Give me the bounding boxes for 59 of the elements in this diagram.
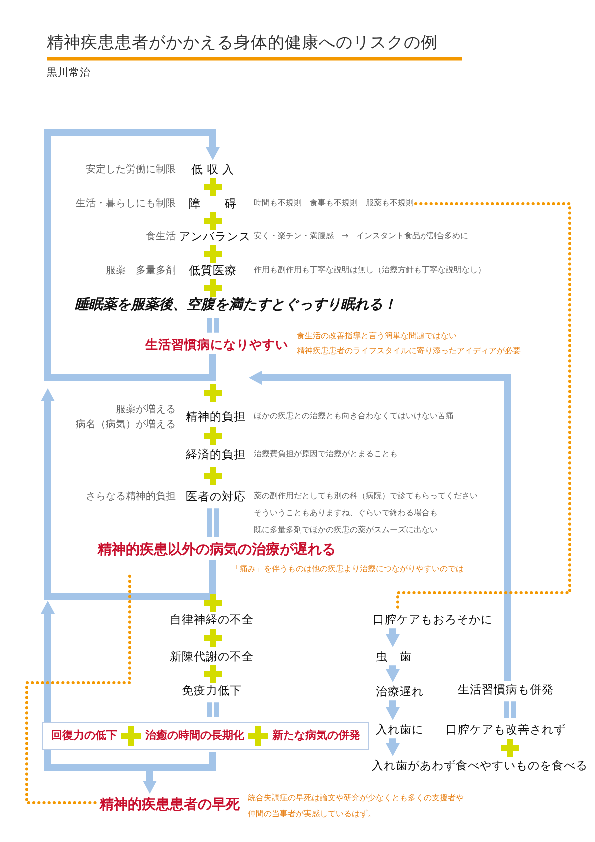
equals-sign [504, 699, 516, 721]
note-text: 安く・楽チン・満腹感 → インスタント食品が割合多めに [254, 232, 469, 242]
flow-text: 低 収 入 [191, 163, 235, 177]
arrow [386, 700, 400, 720]
dotted-connector [26, 574, 132, 804]
flow-text: 入れ歯に [376, 723, 424, 737]
result-text: 新たな病気の併発 [272, 730, 360, 742]
flow-text: 口腔ケアも改善されず [446, 723, 566, 737]
note-text: 食生活の改善指導と言う簡単な問題ではない [297, 332, 457, 342]
flow-text: 入れ歯があわず食べやすいものを食べる [372, 759, 588, 773]
arrow [386, 736, 400, 756]
arrow [249, 371, 512, 682]
author-name: 黒川常治 [47, 68, 91, 80]
flow-text: 経済的負担 [186, 448, 246, 462]
flow-text: 医者の対応 [186, 490, 246, 504]
flow-text: 新陳代謝の不全 [170, 650, 254, 664]
flow-text: 口腔ケアもおろそかに [373, 613, 493, 627]
note-text: 既に多量多剤でほかの疾患の薬がスムーズに出ない [254, 526, 438, 536]
arrow [44, 130, 220, 382]
result-text: 治癒の時間の長期化 [146, 730, 244, 742]
side-label: 服薬が増える [116, 404, 176, 416]
side-label: 食生活 [146, 232, 176, 242]
outlined-box [42, 722, 370, 750]
flow-text: 虫 歯 [376, 650, 412, 664]
flow-text: 障 碍 [189, 197, 237, 211]
note-text: ほかの疾患との治療とも向き合わなくてはいけない苦痛 [254, 412, 454, 422]
flow-text: 生活習慣病も併発 [458, 683, 554, 697]
note-text: 精神疾患患者のライフスタイルに寄り添ったアイディアが必要 [297, 348, 521, 356]
flow-text: 治療遅れ [376, 685, 424, 699]
title: 精神疾患患者がかかえる身体的健康へのリスクの例 [47, 32, 438, 54]
arrow [386, 628, 400, 648]
note-text: 時間も不規則 食事も不規則 服薬も不規則 [254, 200, 414, 208]
equals-sign [207, 506, 219, 540]
result-text: 回復力の低下 [52, 730, 118, 742]
side-label: 生活・暮らしにも制限 [76, 198, 176, 210]
arrow [41, 388, 216, 600]
note-text: そういうこともありますね、ぐらいで終わる場合も [254, 510, 438, 518]
side-label: 服薬 多量多剤 [106, 266, 176, 276]
result-text: 精神的疾患患者の早死 [100, 796, 240, 814]
emphasis-text: 睡眠薬を服薬後、空腹を満たすとぐっすり眠れる！ [75, 296, 397, 314]
flow-text: 免疫力低下 [182, 684, 242, 698]
flow-text: アンバランス [179, 230, 251, 244]
side-label: 安定した労働に制限 [86, 164, 176, 176]
note-text: 薬の副作用だとしても別の科（病院）で診てもらってください [254, 492, 478, 502]
equals-sign [207, 700, 219, 720]
flow-text: 低質医療 [189, 264, 237, 278]
equals-sign [207, 316, 219, 336]
side-label: さらなる精神的負担 [86, 492, 176, 502]
note-text: 仲間の当事者が実感しているはず。 [248, 810, 376, 820]
result-text: 生活習慣病になりやすい [146, 338, 288, 352]
note-text: 作用も副作用も丁寧な説明は無し（治療方針も丁寧な説明なし） [254, 266, 486, 276]
note-text: 「痛み」を伴うものは他の疾患より治療につながりやすいのでは [232, 566, 464, 574]
flow-text: 精神的負担 [186, 410, 246, 424]
note-text: 治療費負担が原因で治療がとまることも [254, 450, 398, 460]
result-text: 精神的疾患以外の病気の治療が遅れる [98, 542, 336, 558]
flow-text: 自律神経の不全 [170, 613, 254, 627]
note-text: 統合失調症の早死は論文や研究が少なくとも多くの支援者や [248, 794, 464, 804]
arrow [386, 664, 400, 682]
side-label: 病名（病気）が増える [76, 420, 176, 430]
